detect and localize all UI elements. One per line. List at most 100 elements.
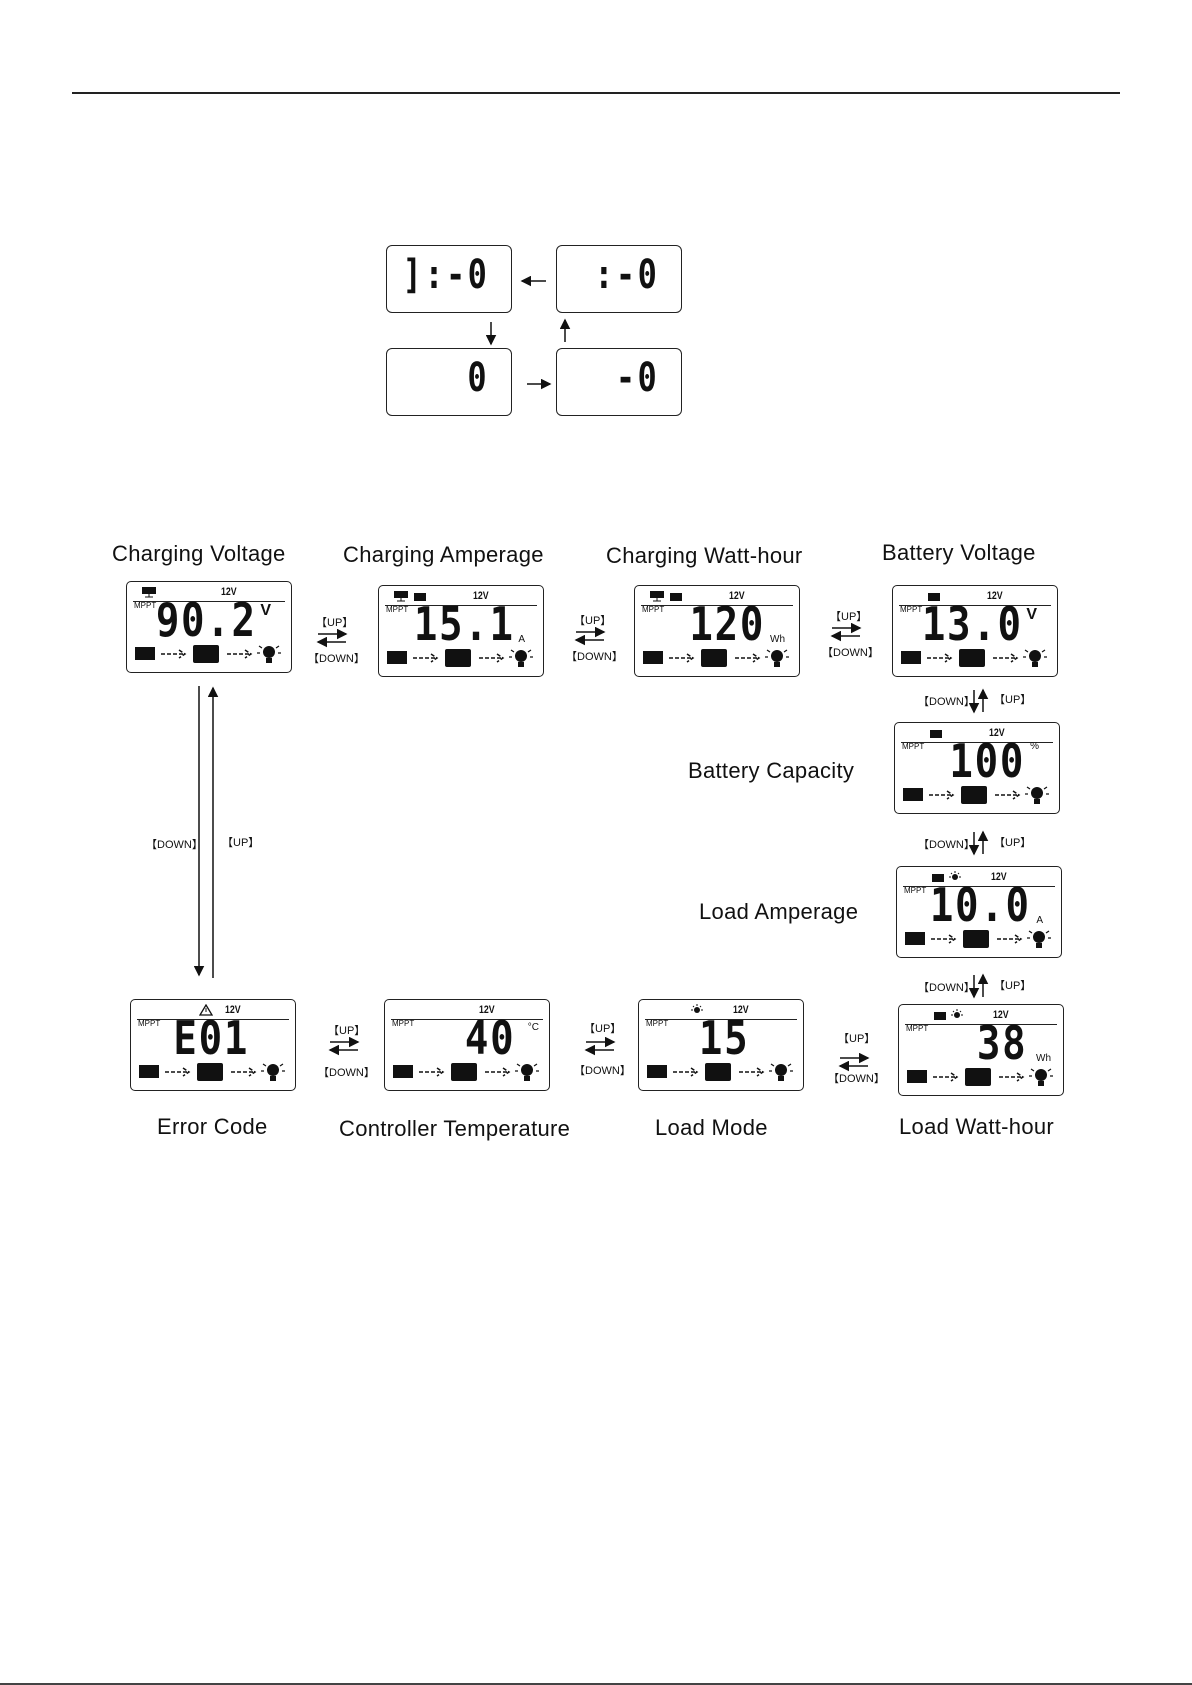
energy-flow <box>135 645 281 663</box>
arrow-icon <box>931 934 957 944</box>
system-voltage: 12V <box>992 1009 1009 1021</box>
lcd-unit: Wh <box>770 634 785 645</box>
energy-flow <box>387 649 533 667</box>
arrow-icon <box>995 790 1021 800</box>
label-down-2: 【DOWN】 <box>566 651 623 663</box>
title-charging-amperage: Charging Amperage <box>343 542 544 567</box>
energy-flow <box>643 649 789 667</box>
battery-icon <box>451 1063 477 1081</box>
energy-flow <box>903 786 1049 804</box>
lcd-value: 100 <box>949 734 1025 788</box>
title-charging-voltage: Charging Voltage <box>112 541 286 566</box>
lcd-header: 12V <box>645 1003 797 1020</box>
title-load-watt-hour: Load Watt-hour <box>899 1114 1055 1139</box>
label-down-8: 【DOWN】 <box>574 1065 631 1077</box>
mppt-label: MPPT <box>134 601 157 610</box>
arrow-icon <box>673 1067 699 1077</box>
lcd-value: 13.0 <box>922 597 1023 651</box>
lcd-header: 12V <box>137 1003 289 1020</box>
bulb-icon <box>261 1063 285 1081</box>
solar-panel-icon <box>394 591 408 602</box>
battery-icon <box>414 593 426 601</box>
solar-panel-icon <box>393 1065 413 1078</box>
solar-panel-icon <box>905 932 925 945</box>
energy-flow <box>647 1063 793 1081</box>
label-down-3: 【DOWN】 <box>822 647 879 659</box>
cycle-box-1: ]:-0 <box>386 245 512 313</box>
title-load-amperage: Load Amperage <box>699 899 859 924</box>
footer-rule <box>0 1683 1192 1685</box>
battery-icon <box>959 649 985 667</box>
bulb-icon <box>1023 649 1047 667</box>
battery-icon <box>963 930 989 948</box>
arrow-icon <box>999 1072 1025 1082</box>
lcd-value: 15 <box>698 1011 749 1065</box>
label-up-9: 【UP】 <box>838 1033 876 1045</box>
system-voltage: 12V <box>990 871 1007 883</box>
arrow-icon <box>165 1067 191 1077</box>
lcd-unit: °C <box>527 1022 539 1033</box>
bulb-icon <box>949 871 961 880</box>
arrow-icon <box>419 1067 445 1077</box>
lcd-error-code: 12V MPPT E01 <box>130 999 296 1091</box>
solar-panel-icon <box>139 1065 159 1078</box>
lcd-load-mode: 12V MPPT 15 <box>638 999 804 1091</box>
mppt-label: MPPT <box>646 1019 669 1028</box>
arrow-icon <box>479 653 505 663</box>
label-down-6: 【DOWN】 <box>918 982 975 994</box>
label-down-4: 【DOWN】 <box>918 696 975 708</box>
lcd-value: 120 <box>689 597 765 651</box>
bulb-icon <box>509 649 533 667</box>
bulb-icon <box>951 1009 963 1018</box>
title-battery-capacity: Battery Capacity <box>688 758 855 783</box>
system-voltage: 12V <box>220 586 237 598</box>
solar-panel-icon <box>643 651 663 664</box>
label-up-3: 【UP】 <box>830 611 868 623</box>
lcd-header: 12V <box>385 589 537 606</box>
lcd-value: 10.0 <box>930 878 1031 932</box>
battery-icon <box>197 1063 223 1081</box>
bulb-icon <box>1025 786 1049 804</box>
lcd-charging-watt-hour: 12V MPPT 120 Wh <box>634 585 800 677</box>
cycle-box-2: :-0 <box>556 245 682 313</box>
lcd-controller-temperature: 12V MPPT 40 °C <box>384 999 550 1091</box>
system-voltage: 12V <box>732 1004 749 1016</box>
label-up-8: 【UP】 <box>584 1023 622 1035</box>
lcd-value: 90.2 <box>156 593 257 647</box>
label-down-10: 【DOWN】 <box>146 839 203 851</box>
lcd-load-amperage: 12V MPPT 10.0 A <box>896 866 1062 958</box>
lcd-value: 38 <box>976 1016 1027 1070</box>
lcd-value: E01 <box>173 1011 249 1065</box>
mppt-label: MPPT <box>900 605 923 614</box>
warning-icon <box>199 1004 213 1016</box>
solar-panel-icon <box>901 651 921 664</box>
title-controller-temperature: Controller Temperature <box>339 1116 571 1141</box>
battery-icon <box>930 730 942 738</box>
system-voltage: 12V <box>472 590 489 602</box>
bulb-icon <box>515 1063 539 1081</box>
lcd-header: 12V <box>901 726 1053 743</box>
lcd-header: 12V <box>641 589 793 606</box>
solar-panel-icon <box>142 587 156 598</box>
battery-icon <box>670 593 682 601</box>
system-voltage: 12V <box>224 1004 241 1016</box>
arrow-icon <box>227 649 253 659</box>
lcd-charging-voltage: 12V MPPT 90.2 V <box>126 581 292 673</box>
mppt-label: MPPT <box>138 1019 161 1028</box>
lcd-unit: Wh <box>1036 1053 1051 1064</box>
label-up-5: 【UP】 <box>994 837 1032 849</box>
label-up-2: 【UP】 <box>574 615 612 627</box>
system-voltage: 12V <box>478 1004 495 1016</box>
arrow-icon <box>933 1072 959 1082</box>
system-voltage: 12V <box>988 727 1005 739</box>
title-battery-voltage: Battery Voltage <box>882 540 1036 565</box>
lcd-charging-amperage: 12V MPPT 15.1 A <box>378 585 544 677</box>
mppt-label: MPPT <box>904 886 927 895</box>
bulb-icon <box>1027 930 1051 948</box>
solar-panel-icon <box>647 1065 667 1078</box>
lcd-header: 12V <box>903 870 1055 887</box>
arrow-icon <box>735 653 761 663</box>
bulb-icon <box>765 649 789 667</box>
energy-flow <box>905 930 1051 948</box>
arrow-icon <box>413 653 439 663</box>
